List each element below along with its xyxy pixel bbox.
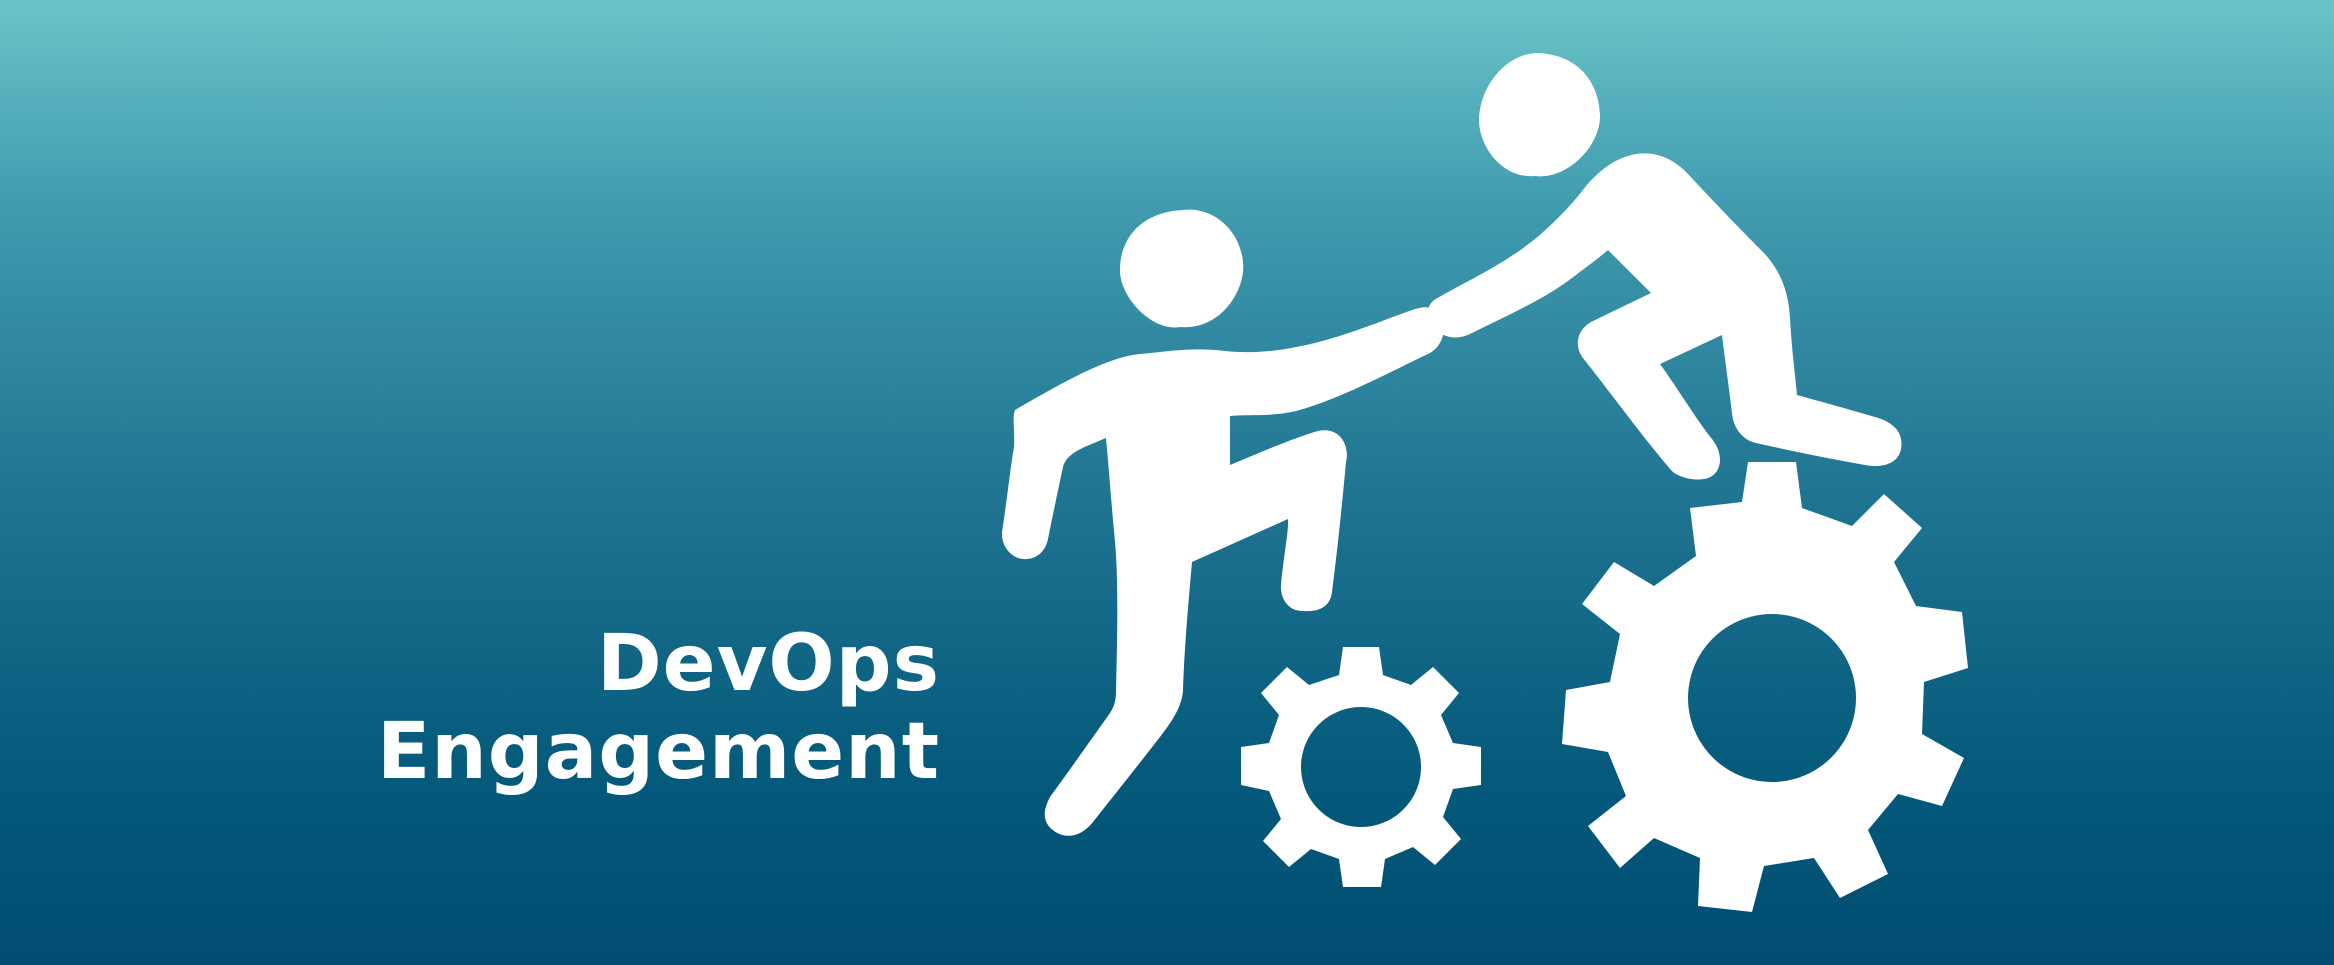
large-gear-icon [1562,462,1968,912]
title-line-engagement: Engagement [376,707,940,797]
small-gear-icon [1241,647,1481,887]
person-climbing-icon [1001,209,1445,836]
title-line-devops: DevOps [596,619,940,709]
banner-title: DevOps Engagement [320,620,940,796]
person-helping-icon [1428,53,1902,480]
